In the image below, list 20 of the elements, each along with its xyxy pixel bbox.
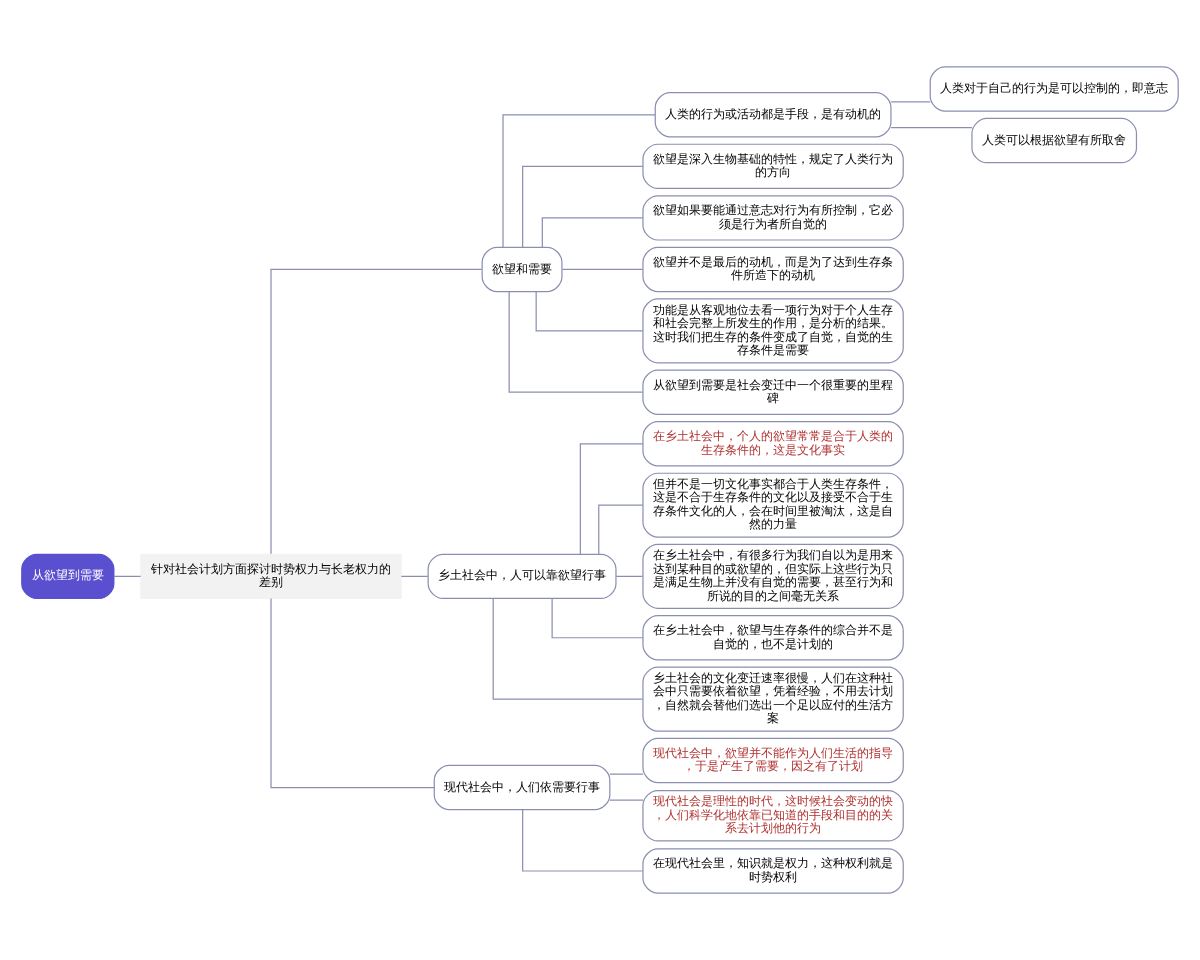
connector bbox=[551, 597, 644, 639]
connector bbox=[270, 597, 435, 789]
connector bbox=[522, 809, 644, 872]
connector bbox=[535, 291, 644, 332]
connector bbox=[508, 291, 644, 393]
connector bbox=[270, 268, 483, 555]
connector bbox=[541, 217, 644, 248]
connector bbox=[609, 773, 644, 775]
connector bbox=[615, 575, 644, 577]
connector bbox=[579, 443, 644, 555]
connector bbox=[522, 165, 644, 248]
connector bbox=[113, 575, 142, 577]
connector bbox=[890, 127, 973, 129]
connector bbox=[890, 101, 931, 103]
connector bbox=[609, 799, 644, 801]
connector bbox=[598, 504, 644, 555]
connector bbox=[492, 598, 644, 700]
connector bbox=[561, 268, 644, 271]
connector bbox=[400, 575, 429, 577]
connector bbox=[502, 114, 656, 248]
